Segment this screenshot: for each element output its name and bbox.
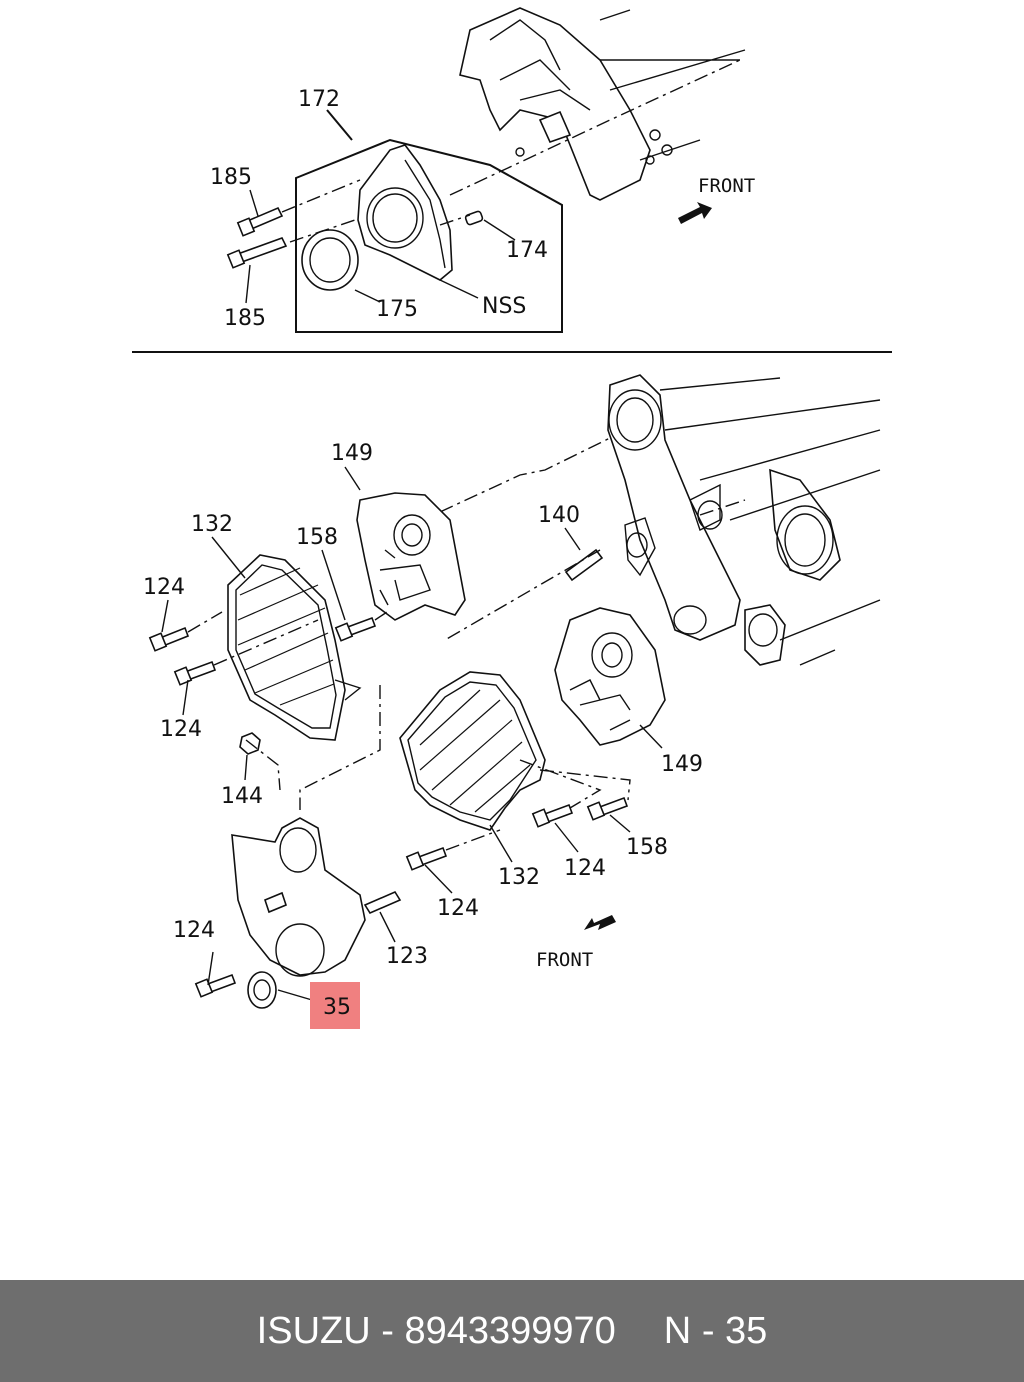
bolt-124-b <box>173 660 217 686</box>
label-144: 144 <box>221 784 263 809</box>
inner-cover-149-upper <box>356 492 466 621</box>
label-172: 172 <box>298 87 340 112</box>
label-124-c: 124 <box>564 856 606 881</box>
label-124-b: 124 <box>160 717 202 742</box>
inner-cover-149-lower <box>554 607 666 746</box>
label-132-upper: 132 <box>191 512 233 537</box>
bolt-158-lower <box>586 796 629 821</box>
front-arrow-top <box>678 202 712 224</box>
footer-bar: ISUZU - 8943399970 N - 35 <box>0 1280 1024 1382</box>
label-174: 174 <box>506 238 548 263</box>
label-124-e: 124 <box>173 918 215 943</box>
engine-block-top <box>459 7 746 201</box>
part-number: 8943399970 <box>404 1309 616 1352</box>
highlight-part-35 <box>310 982 360 1029</box>
label-185-lower: 185 <box>224 306 266 331</box>
bolt-185-lower <box>226 237 288 269</box>
page-number: 35 <box>725 1309 768 1352</box>
label-132-lower: 132 <box>498 865 540 890</box>
outer-cover-132-upper <box>227 554 362 741</box>
label-124-d: 124 <box>437 896 479 921</box>
bolt-124-d <box>405 846 448 871</box>
label-158-upper: 158 <box>296 525 338 550</box>
dowel-174 <box>464 210 484 226</box>
label-175: 175 <box>376 297 418 322</box>
rear-cover-plate <box>357 144 453 281</box>
label-149-upper: 149 <box>331 441 373 466</box>
label-185-upper: 185 <box>210 165 252 190</box>
separator: - <box>381 1309 394 1352</box>
label-149-lower: 149 <box>661 752 703 777</box>
oil-seal-175 <box>301 229 359 291</box>
oil-seal-35 <box>247 971 277 1009</box>
separator: - <box>701 1309 715 1352</box>
stud-140 <box>564 548 604 582</box>
label-123: 123 <box>386 944 428 969</box>
bolt-185-upper <box>236 206 284 237</box>
bolt-158-upper <box>334 616 377 642</box>
leader-172 <box>326 109 353 141</box>
label-140: 140 <box>538 503 580 528</box>
engine-block-bottom <box>607 374 881 666</box>
outer-cover-132-lower <box>399 671 546 831</box>
front-timing-cover-123 <box>231 817 402 977</box>
bolt-124-a <box>148 626 190 652</box>
parts-diagram: 172 185 185 174 175 NSS FRONT 149 132 15… <box>132 7 892 1029</box>
label-nss: NSS <box>482 294 526 319</box>
group-box-172 <box>295 138 563 333</box>
bolt-124-e <box>194 973 237 998</box>
label-front-bottom: FRONT <box>536 949 593 971</box>
bolt-124-c <box>531 803 574 828</box>
section-letter: N <box>663 1309 692 1352</box>
label-124-a: 124 <box>143 575 185 600</box>
brand-name: ISUZU <box>256 1309 371 1352</box>
label-35: 35 <box>323 995 351 1020</box>
label-158-lower: 158 <box>626 835 668 860</box>
label-front-top: FRONT <box>698 175 755 197</box>
front-arrow-bottom <box>584 915 616 930</box>
